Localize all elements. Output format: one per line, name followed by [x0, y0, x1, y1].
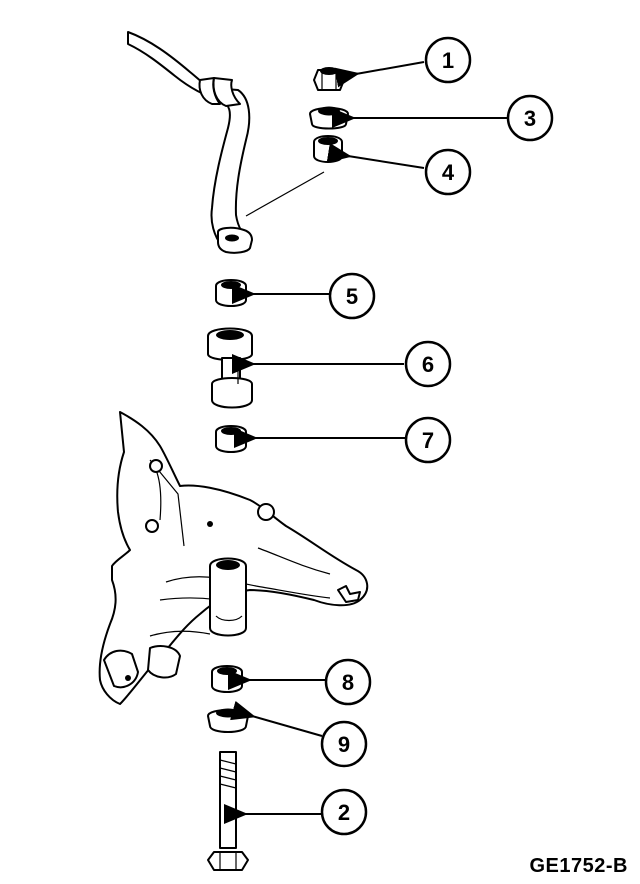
- stabilizer-bar: [127, 31, 325, 254]
- part-2-bolt: [207, 751, 249, 871]
- callout-6: 6: [404, 340, 452, 388]
- part-7-bushing: [215, 425, 247, 453]
- leader-arrows: [224, 61, 508, 824]
- leader-arrow-1: [334, 61, 425, 88]
- callout-4-label: 4: [442, 160, 455, 185]
- lower-control-arm: [98, 411, 369, 705]
- callout-4: 4: [424, 148, 472, 196]
- part-6-spacer: [207, 327, 253, 409]
- part-4-bushing: [313, 135, 343, 163]
- part-8-bushing: [211, 665, 243, 693]
- callout-8: 8: [324, 658, 372, 706]
- leader-arrow-9: [230, 700, 323, 737]
- callout-2: 2: [320, 788, 368, 836]
- callout-9-label: 9: [338, 732, 350, 757]
- callout-7-label: 7: [422, 428, 434, 453]
- callout-6-label: 6: [422, 352, 434, 377]
- callout-3: 3: [506, 94, 554, 142]
- callout-5: 5: [328, 272, 376, 320]
- callout-1-label: 1: [442, 48, 454, 73]
- callout-2-label: 2: [338, 800, 350, 825]
- leader-arrow-4: [326, 143, 425, 169]
- callout-1: 1: [424, 36, 472, 84]
- part-1-nut: [313, 67, 345, 91]
- part-9-washer: [207, 708, 249, 733]
- part-3-washer: [309, 106, 349, 130]
- figure-code: GE1752-B: [529, 855, 628, 877]
- callout-7: 7: [404, 416, 452, 464]
- part-5-bushing: [215, 279, 247, 307]
- callout-9: 9: [320, 720, 368, 768]
- callout-5-label: 5: [346, 284, 358, 309]
- callout-8-label: 8: [342, 670, 354, 695]
- callout-3-label: 3: [524, 106, 536, 131]
